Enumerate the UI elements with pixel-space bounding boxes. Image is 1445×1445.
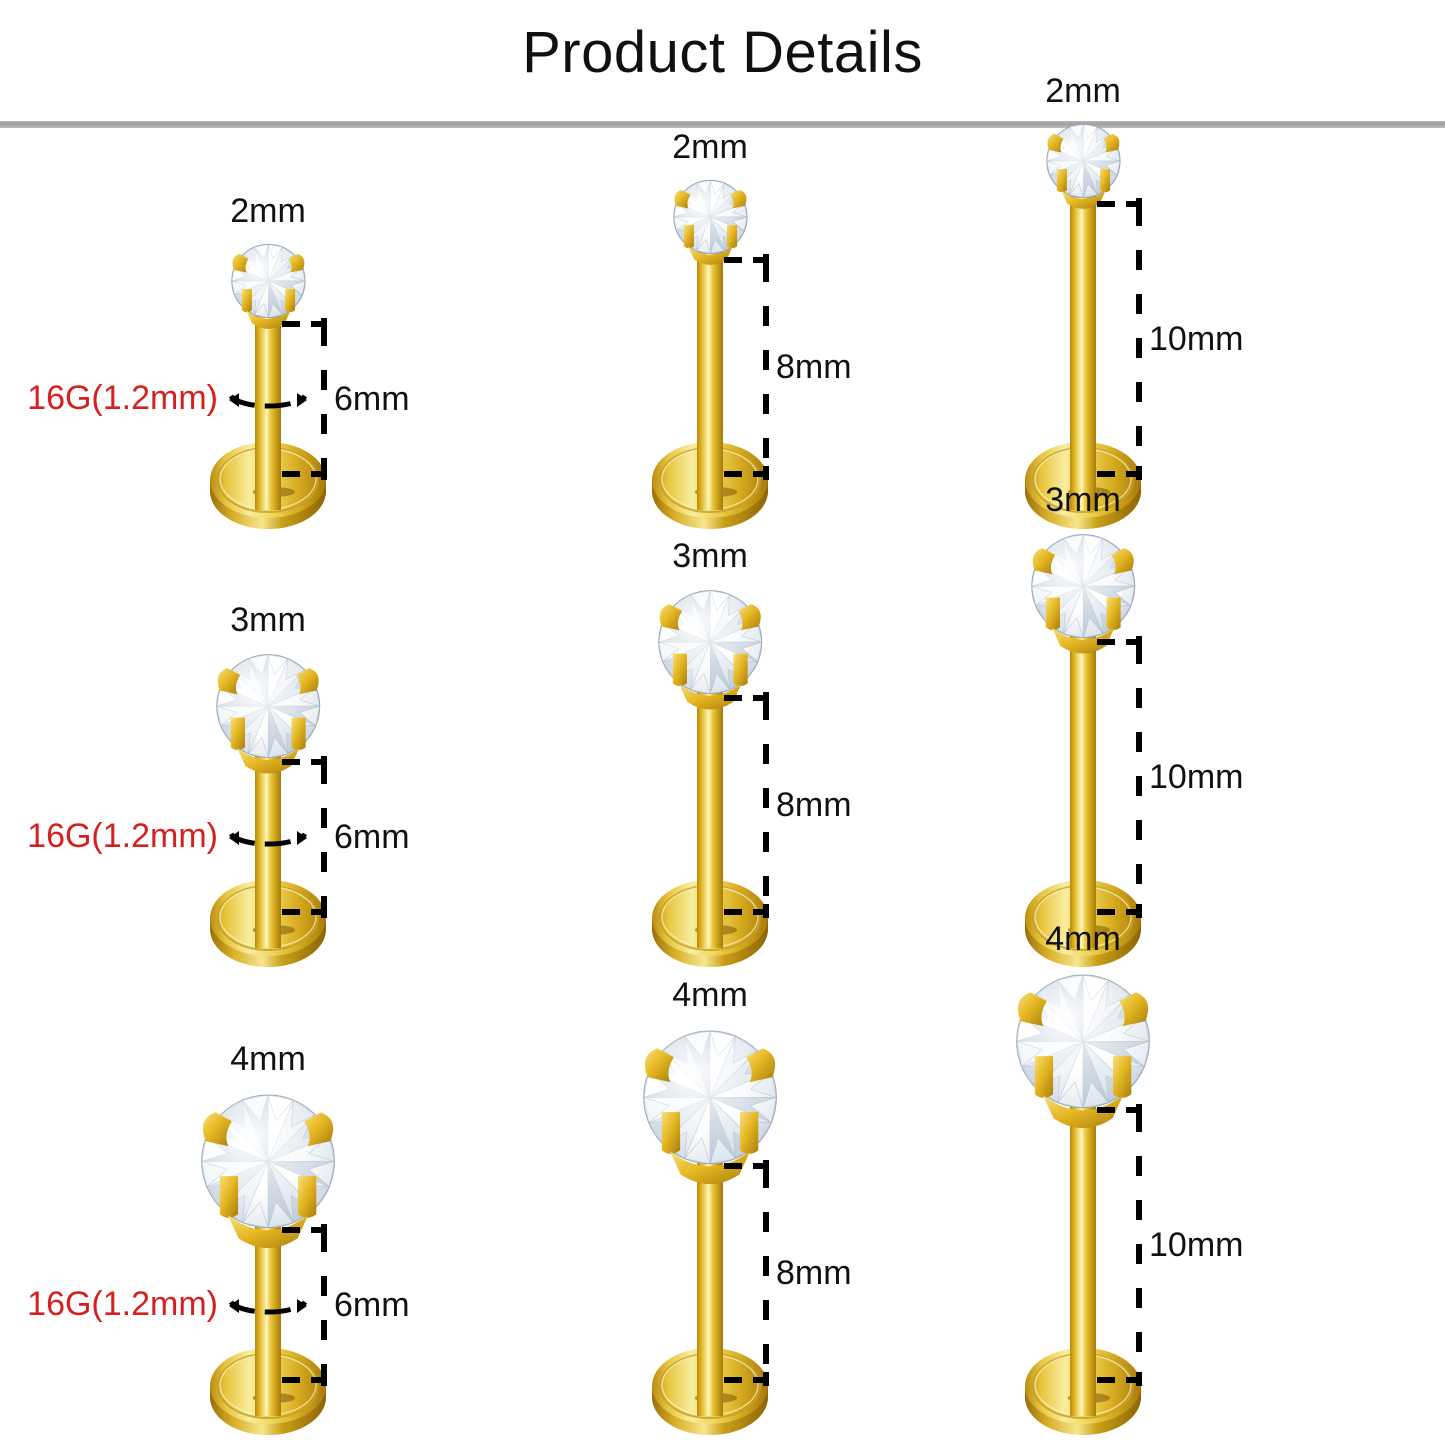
length-label: 10mm [1149, 320, 1244, 358]
product-variant-stud-4mm-10mm[interactable]: 4mm [0, 128, 1445, 1445]
length-dimension-line [1097, 198, 1161, 480]
length-label: 8mm [776, 1254, 852, 1292]
gauge-marker-icon [225, 1282, 311, 1330]
labret-shaft [697, 250, 723, 510]
cz-gemstone [669, 177, 752, 272]
header-divider [0, 121, 1445, 128]
length-dimension-line [1097, 636, 1161, 918]
cz-gemstone [193, 1089, 343, 1261]
product-variant-stud-4mm-8mm[interactable]: 4mm [0, 128, 1445, 1445]
length-label: 10mm [1149, 1226, 1244, 1264]
length-dimension-line [724, 254, 788, 480]
cz-gemstone [1008, 969, 1158, 1141]
length-label: 8mm [776, 786, 852, 824]
labret-shaft [697, 688, 723, 948]
gem-size-label: 4mm [230, 1039, 306, 1078]
product-variant-stud-2mm-8mm[interactable]: 2mm [0, 128, 1445, 1445]
length-dimension-line [282, 1224, 346, 1386]
page-title: Product Details [522, 20, 923, 85]
length-dimension-line [282, 318, 346, 480]
length-dimension-line [724, 1160, 788, 1386]
cz-gemstone [1042, 121, 1125, 216]
length-dimension-line [282, 756, 346, 918]
cz-gemstone [210, 650, 326, 783]
length-label: 10mm [1149, 758, 1244, 796]
labret-shaft [1070, 194, 1096, 510]
gauge-label: 16G(1.2mm) [27, 817, 218, 856]
product-variant-stud-3mm-6mm[interactable]: 3mm [0, 128, 1445, 1445]
cz-gemstone [1025, 530, 1141, 663]
gem-size-label: 4mm [672, 975, 748, 1014]
gauge-marker-icon [225, 376, 311, 424]
length-dimension-line [1097, 1104, 1161, 1386]
gem-size-label: 2mm [672, 128, 748, 167]
gauge-label: 16G(1.2mm) [27, 1285, 218, 1324]
product-variant-stud-2mm-10mm[interactable]: 2mm [0, 72, 1445, 1445]
labret-shaft [1070, 1100, 1096, 1416]
labret-shaft [1070, 632, 1096, 948]
gem-size-label: 4mm [1045, 919, 1121, 958]
gauge-label: 16G(1.2mm) [27, 379, 218, 418]
cz-gemstone [652, 586, 768, 719]
gauge-marker-icon [225, 814, 311, 862]
gem-size-label: 2mm [1045, 72, 1121, 111]
length-label: 6mm [334, 380, 410, 418]
gem-size-label: 2mm [230, 192, 306, 231]
length-dimension-line [724, 692, 788, 918]
product-variant-stud-3mm-10mm[interactable]: 3mm [0, 128, 1445, 1445]
labret-shaft [255, 314, 281, 510]
length-label: 6mm [334, 1286, 410, 1324]
cz-gemstone [227, 241, 310, 336]
cz-gemstone [635, 1025, 785, 1197]
gem-size-label: 3mm [1045, 481, 1121, 520]
gem-size-label: 3mm [672, 537, 748, 576]
length-label: 6mm [334, 818, 410, 856]
labret-shaft [255, 752, 281, 948]
product-variant-stud-2mm-6mm[interactable]: 2mm [0, 128, 1445, 1445]
labret-shaft [697, 1156, 723, 1416]
gem-size-label: 3mm [230, 601, 306, 640]
length-label: 8mm [776, 348, 852, 386]
product-variant-stud-3mm-8mm[interactable]: 3mm [0, 128, 1445, 1445]
product-variant-stud-4mm-6mm[interactable]: 4mm [0, 128, 1445, 1445]
product-variant-grid: 2mm [0, 72, 1445, 1445]
labret-shaft [255, 1220, 281, 1416]
